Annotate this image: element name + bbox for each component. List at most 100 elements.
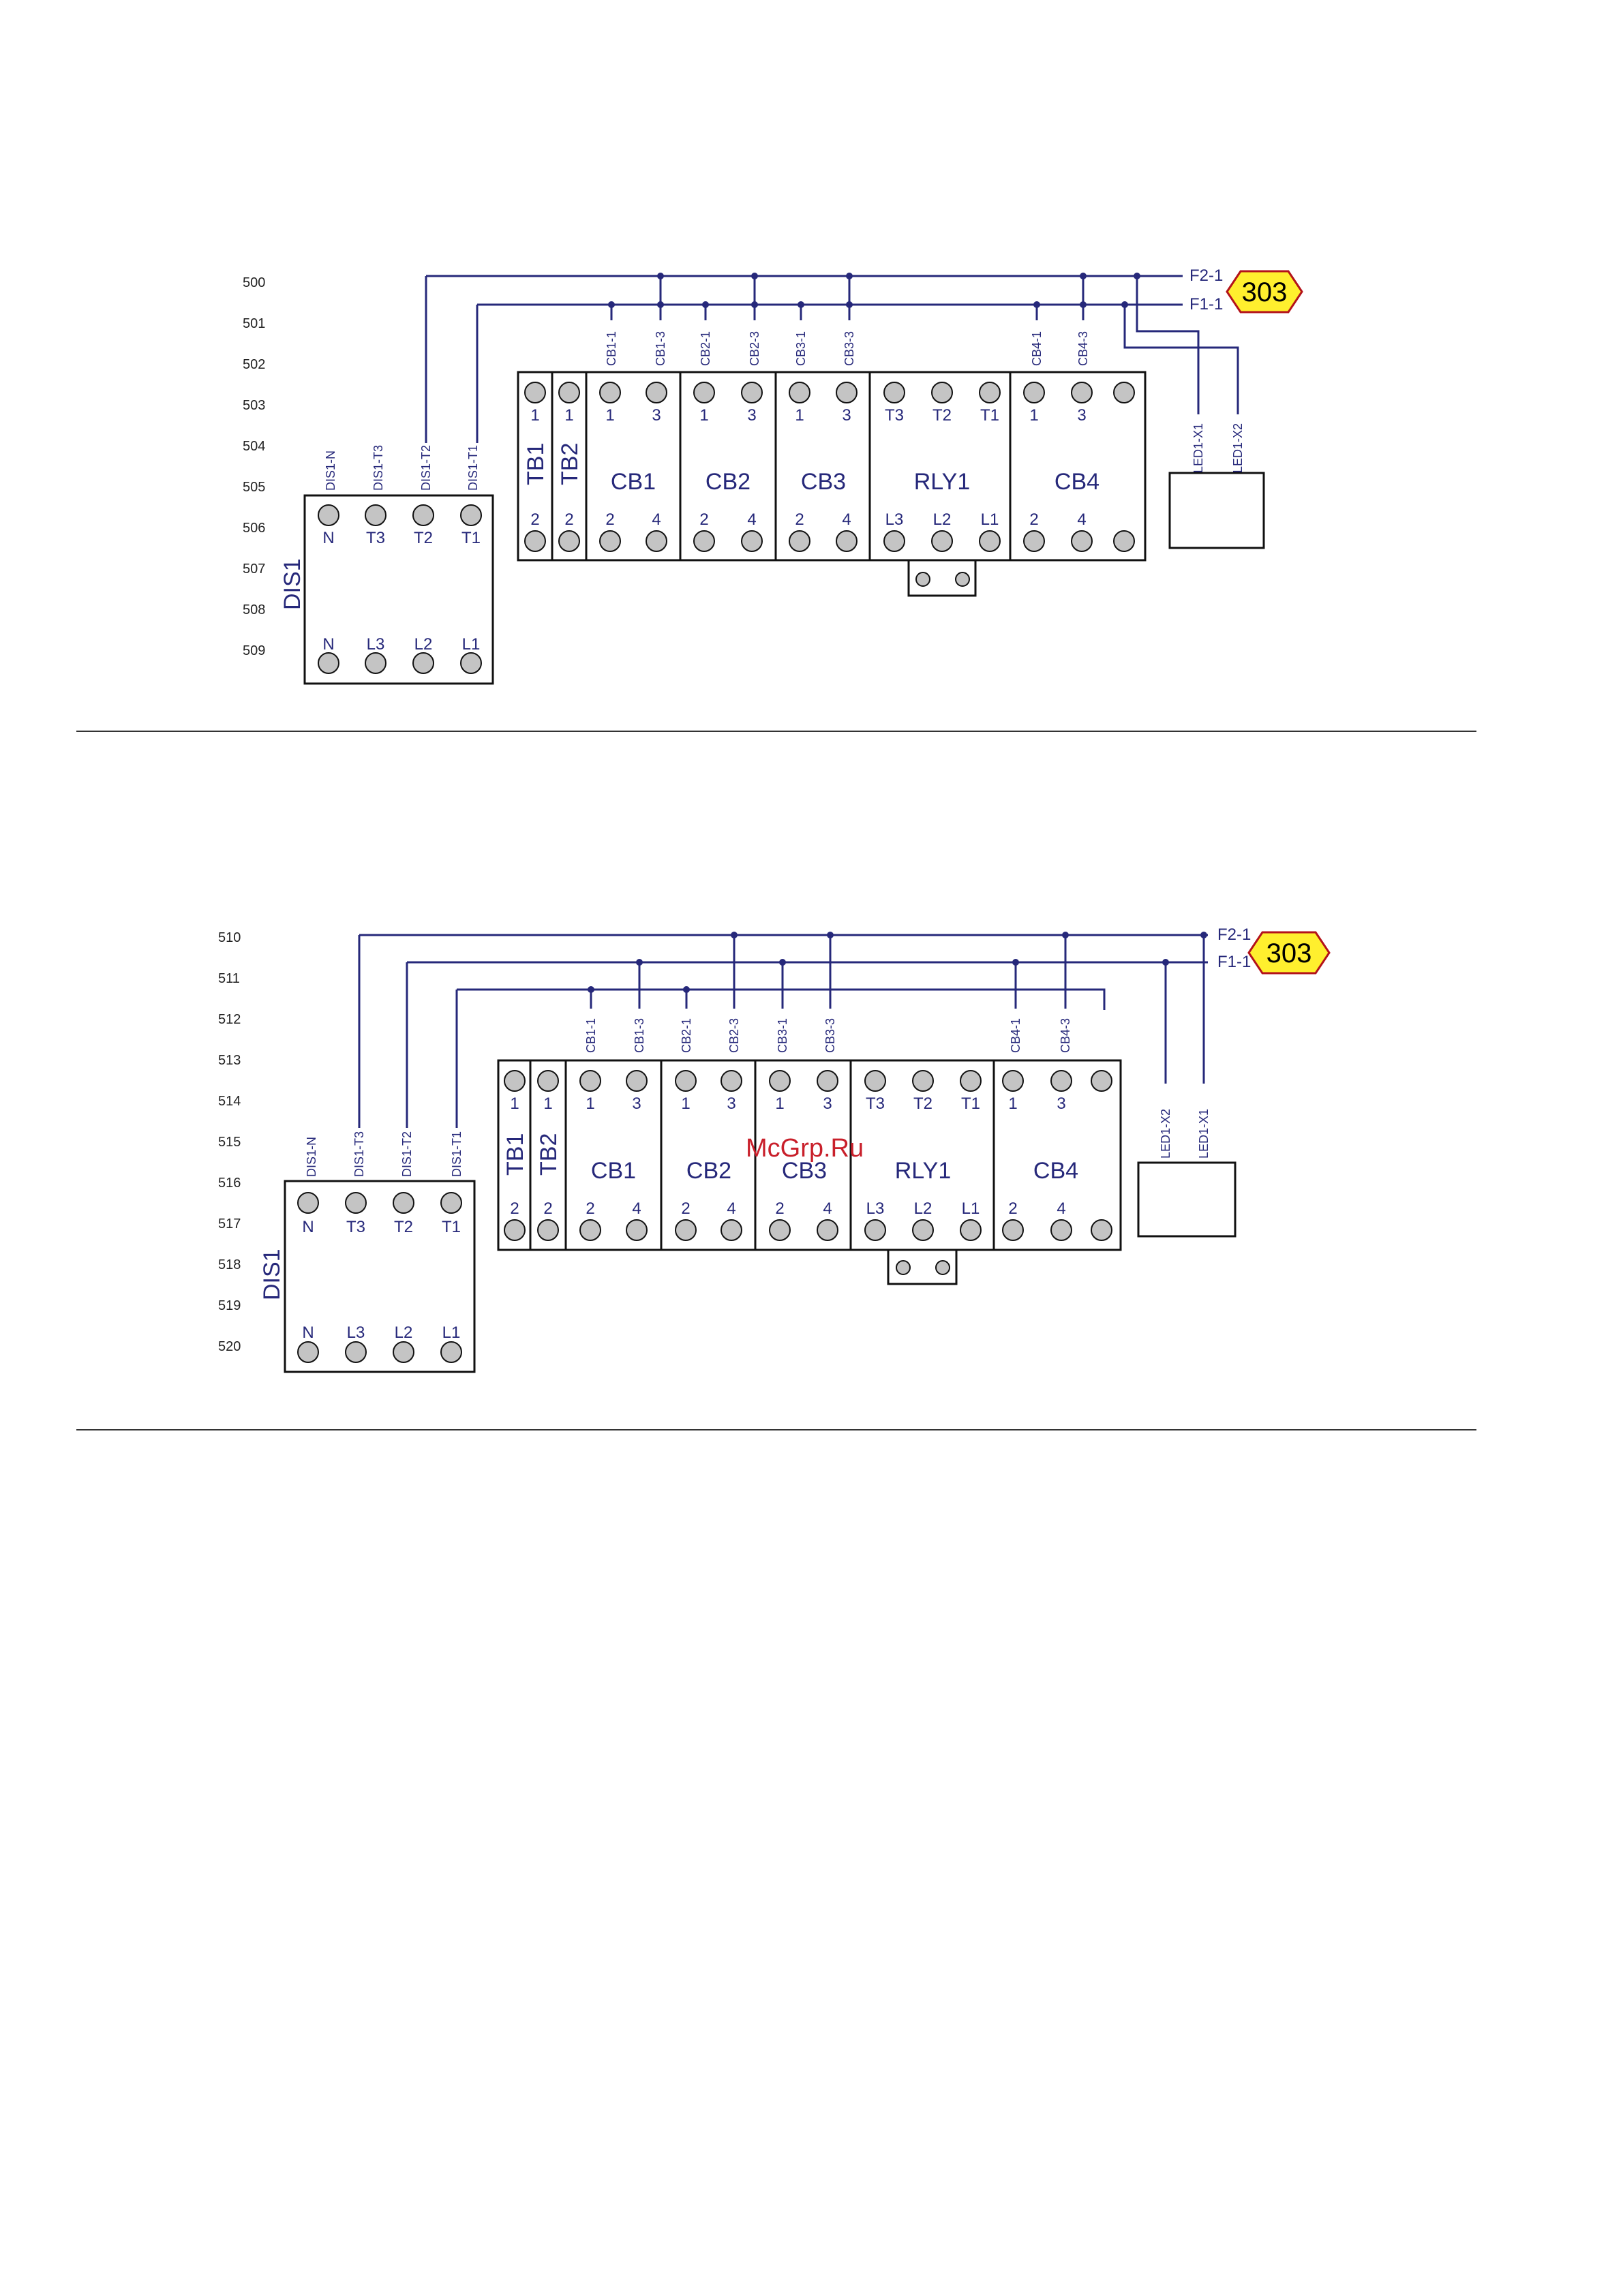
terminal[interactable] xyxy=(955,572,970,587)
terminal[interactable] xyxy=(817,1219,838,1241)
terminal[interactable] xyxy=(1002,1219,1024,1241)
terminal-label: T1 xyxy=(980,406,999,425)
terminal[interactable] xyxy=(297,1192,319,1214)
terminal[interactable] xyxy=(979,382,1001,403)
module-rly1[interactable]: T3 T2 T1 RLY1 L3 L2 L1 xyxy=(849,1059,995,1251)
module-cb2[interactable]: 1 3 CB2 2 4 xyxy=(679,371,777,562)
led-indicator-box[interactable] xyxy=(1168,472,1265,549)
terminal[interactable] xyxy=(675,1070,697,1092)
terminal[interactable] xyxy=(864,1219,886,1241)
module-cb3[interactable]: 1 3 CB3 2 4 xyxy=(754,1059,852,1251)
terminal[interactable] xyxy=(1071,530,1093,552)
module-cb1[interactable]: 1 3 CB1 2 4 xyxy=(585,371,682,562)
terminal[interactable] xyxy=(1050,1070,1072,1092)
reference-tag[interactable]: 303 xyxy=(1226,270,1303,313)
terminal[interactable] xyxy=(345,1341,367,1363)
module-tb1[interactable]: 1 TB1 2 xyxy=(517,371,553,562)
module-cb4[interactable]: 1 3 CB4 2 4 xyxy=(1009,371,1147,562)
terminal[interactable] xyxy=(1071,382,1093,403)
module-cb1[interactable]: 1 3 CB1 2 4 xyxy=(564,1059,663,1251)
terminal[interactable] xyxy=(883,530,905,552)
module-cb2[interactable]: 1 3 CB2 2 4 xyxy=(660,1059,757,1251)
terminal-label: L1 xyxy=(462,635,481,654)
terminal[interactable] xyxy=(883,382,905,403)
terminal[interactable] xyxy=(1023,530,1045,552)
terminal[interactable] xyxy=(693,382,715,403)
terminal[interactable] xyxy=(558,530,580,552)
terminal[interactable] xyxy=(524,530,546,552)
terminal[interactable] xyxy=(789,382,810,403)
terminal[interactable] xyxy=(912,1070,934,1092)
terminal[interactable] xyxy=(721,1070,742,1092)
terminal[interactable] xyxy=(365,504,386,526)
terminal[interactable] xyxy=(836,382,858,403)
terminal[interactable] xyxy=(412,504,434,526)
terminal[interactable] xyxy=(1050,1219,1072,1241)
junction-dot xyxy=(1200,932,1207,938)
terminal[interactable] xyxy=(318,504,339,526)
terminal[interactable] xyxy=(318,652,339,674)
module-tb2[interactable]: 1 TB2 2 xyxy=(551,371,588,562)
led-indicator-box[interactable] xyxy=(1137,1161,1237,1238)
terminal[interactable] xyxy=(365,652,386,674)
terminal[interactable] xyxy=(836,530,858,552)
terminal[interactable] xyxy=(1023,382,1045,403)
terminal[interactable] xyxy=(393,1341,414,1363)
disconnector-dis1[interactable]: DIS1 N T3 T2 T1 N L3 L2 L1 xyxy=(279,494,494,685)
terminal[interactable] xyxy=(1091,1219,1112,1241)
terminal[interactable] xyxy=(626,1070,648,1092)
terminal[interactable] xyxy=(789,530,810,552)
terminal[interactable] xyxy=(912,1219,934,1241)
terminal[interactable] xyxy=(440,1192,462,1214)
terminal[interactable] xyxy=(537,1219,559,1241)
terminal[interactable] xyxy=(675,1219,697,1241)
terminal[interactable] xyxy=(817,1070,838,1092)
terminal[interactable] xyxy=(769,1070,791,1092)
terminal[interactable] xyxy=(626,1219,648,1241)
terminal[interactable] xyxy=(345,1192,367,1214)
terminal[interactable] xyxy=(960,1070,982,1092)
terminal[interactable] xyxy=(721,1219,742,1241)
terminal[interactable] xyxy=(297,1341,319,1363)
terminal[interactable] xyxy=(1002,1070,1024,1092)
terminal[interactable] xyxy=(915,572,930,587)
module-tb1[interactable]: 1 TB1 2 xyxy=(497,1059,532,1251)
terminal[interactable] xyxy=(693,530,715,552)
module-cb3[interactable]: 1 3 CB3 2 4 xyxy=(774,371,871,562)
terminal[interactable] xyxy=(537,1070,559,1092)
terminal[interactable] xyxy=(460,652,482,674)
terminal[interactable] xyxy=(412,652,434,674)
module-rly1[interactable]: T3 T2 T1 RLY1 L3 L2 L1 xyxy=(868,371,1012,562)
terminal[interactable] xyxy=(769,1219,791,1241)
terminal[interactable] xyxy=(393,1192,414,1214)
terminal[interactable] xyxy=(741,530,763,552)
terminal[interactable] xyxy=(579,1070,601,1092)
terminal[interactable] xyxy=(646,382,667,403)
terminal[interactable] xyxy=(646,530,667,552)
terminal[interactable] xyxy=(864,1070,886,1092)
terminal[interactable] xyxy=(979,530,1001,552)
terminal[interactable] xyxy=(960,1219,982,1241)
terminal[interactable] xyxy=(741,382,763,403)
terminal[interactable] xyxy=(1113,530,1135,552)
reference-tag[interactable]: 303 xyxy=(1247,931,1331,975)
terminal[interactable] xyxy=(558,382,580,403)
terminal-label: 3 xyxy=(652,406,661,425)
terminal[interactable] xyxy=(1113,382,1135,403)
terminal[interactable] xyxy=(440,1341,462,1363)
terminal[interactable] xyxy=(504,1219,526,1241)
terminal[interactable] xyxy=(599,382,621,403)
terminal[interactable] xyxy=(896,1260,911,1275)
module-tb2[interactable]: 1 TB2 2 xyxy=(529,1059,567,1251)
terminal[interactable] xyxy=(931,530,953,552)
terminal[interactable] xyxy=(460,504,482,526)
terminal[interactable] xyxy=(599,530,621,552)
disconnector-dis1[interactable]: DIS1 N T3 T2 T1 N L3 L2 L1 xyxy=(259,1180,476,1373)
terminal[interactable] xyxy=(504,1070,526,1092)
terminal[interactable] xyxy=(931,382,953,403)
terminal[interactable] xyxy=(1091,1070,1112,1092)
module-cb4[interactable]: 1 3 CB4 2 4 xyxy=(992,1059,1122,1251)
terminal[interactable] xyxy=(524,382,546,403)
terminal[interactable] xyxy=(579,1219,601,1241)
terminal[interactable] xyxy=(935,1260,950,1275)
